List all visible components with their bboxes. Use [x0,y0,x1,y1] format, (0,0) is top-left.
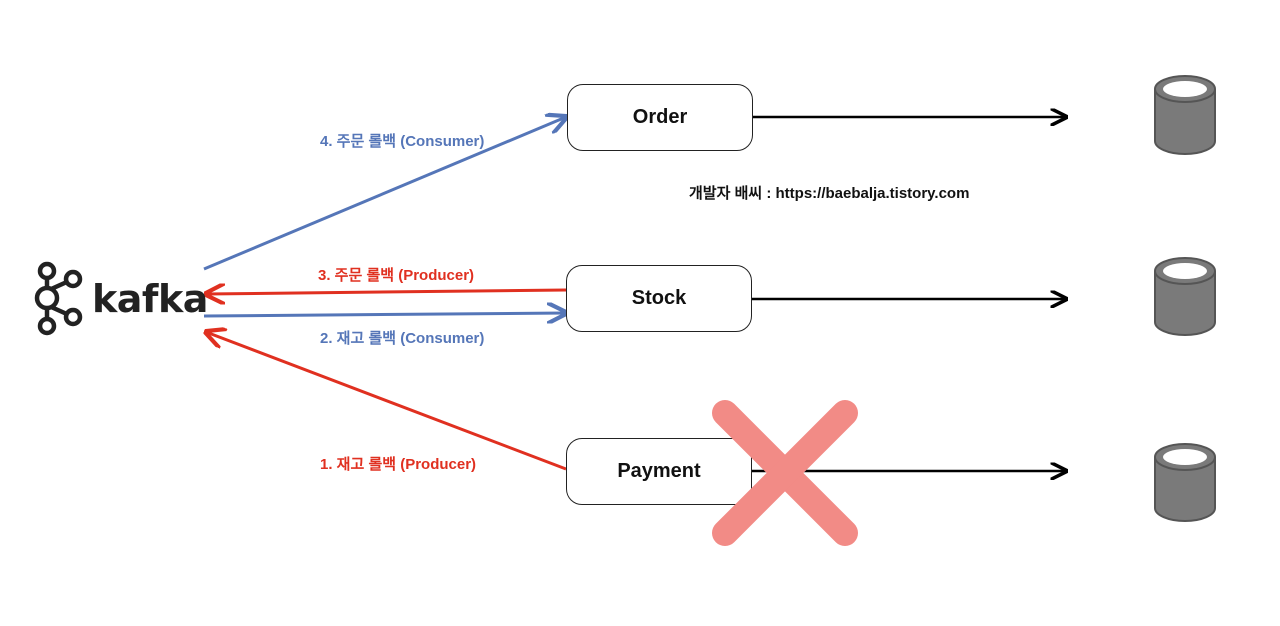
stock-rollback-consumer-label: 2. 재고 롤백 (Consumer) [320,330,485,347]
order-rollback-consumer-arrow [203,117,566,271]
order-rollback-producer-label: 3. 주문 롤백 (Producer) [318,267,475,284]
kafka-logo-icon [34,261,83,336]
stock-database-icon [1154,257,1216,336]
stock-rollback-producer-arrow [206,332,567,471]
order-service-box: Order [567,84,753,151]
watermark-text: 개발자 배씨 : https://baebalja.tistory.com [689,185,970,202]
x-cross-icon [712,400,858,546]
kafka-logo-text: kafka [92,277,208,321]
payment-service-box: Payment [566,438,752,505]
order-rollback-consumer-label: 4. 주문 롤백 (Consumer) [320,133,485,150]
order-database-icon [1154,75,1216,155]
payment-database-icon [1154,443,1216,522]
stock-service-box: Stock [566,265,752,332]
stock-rollback-consumer-arrow [203,313,566,316]
stock-rollback-producer-label: 1. 재고 롤백 (Producer) [320,456,477,473]
order-rollback-producer-arrow [206,290,567,294]
